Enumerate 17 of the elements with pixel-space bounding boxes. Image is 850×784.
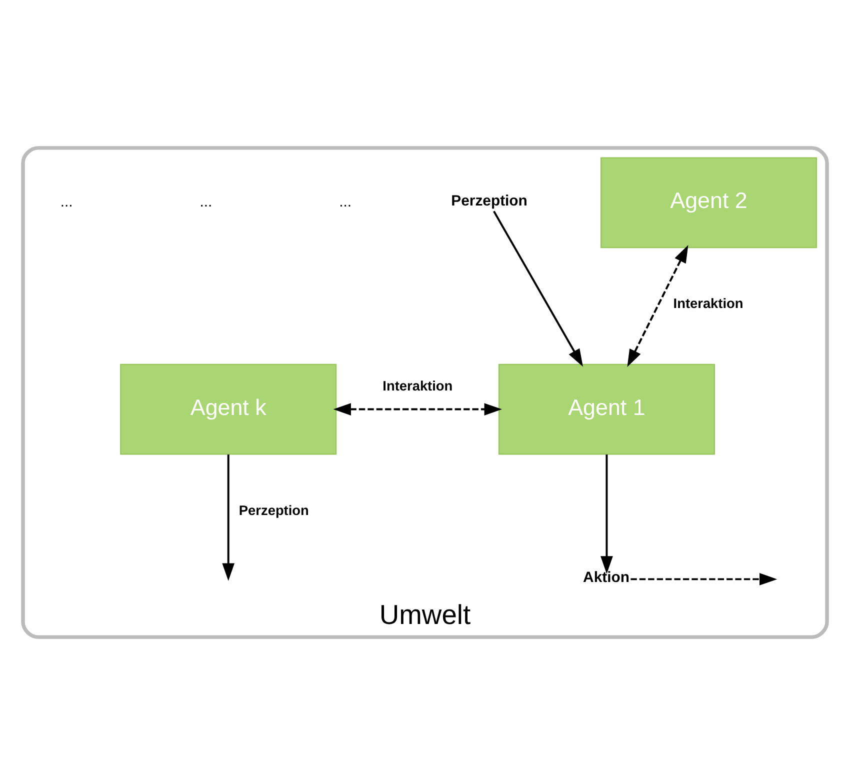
edge-label: Interaktion	[673, 296, 744, 311]
node-box: Agent 1	[498, 363, 715, 454]
arrow	[333, 402, 502, 415]
label: ...	[60, 193, 73, 210]
arrow	[493, 210, 583, 366]
arrow	[600, 454, 613, 574]
label: ...	[339, 193, 352, 210]
arrow	[630, 572, 778, 585]
node-text: Perzeption	[451, 192, 528, 209]
node-text: Aktion	[583, 568, 630, 586]
edge-label: Interaktion	[382, 378, 453, 393]
label: ...	[200, 193, 212, 210]
node-box: Agent k	[120, 363, 337, 454]
arrow	[222, 454, 235, 580]
arrow	[627, 244, 688, 367]
edge-label: Perzeption	[238, 502, 309, 518]
node-box: Agent 2	[600, 156, 818, 248]
